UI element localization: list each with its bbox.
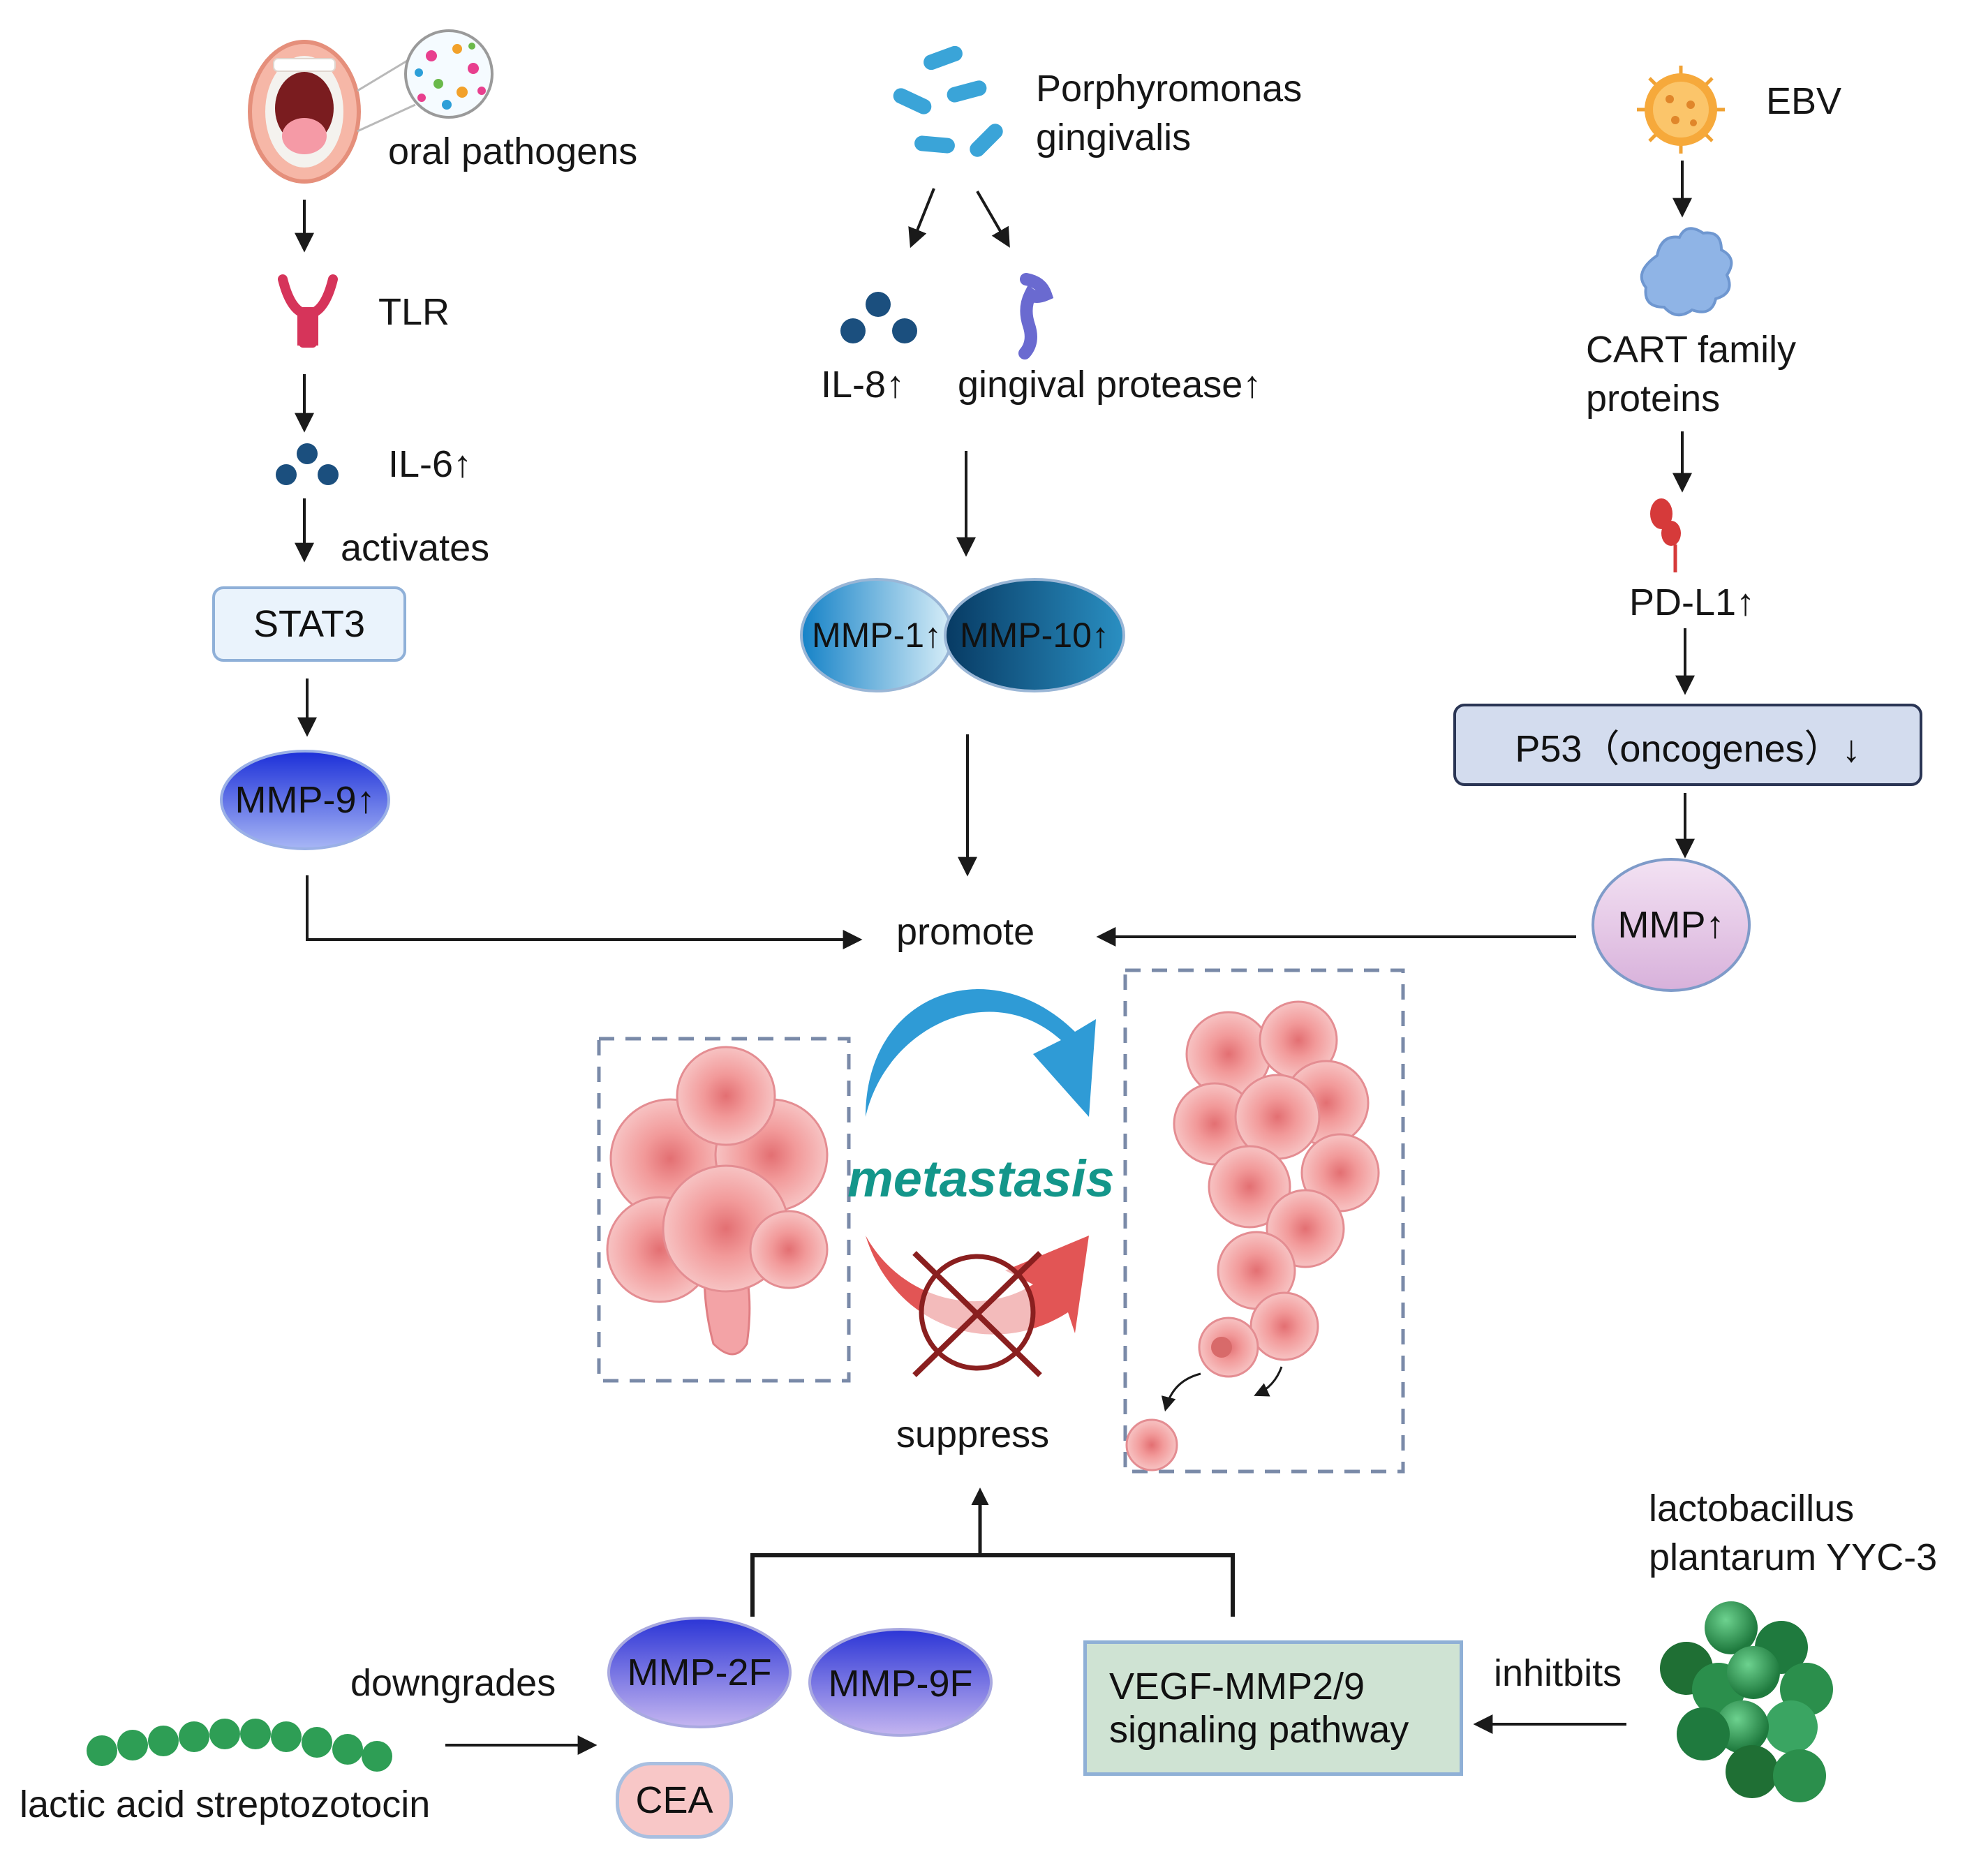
streptococcus-chain-icon [87,1719,392,1772]
mmp-node: MMP↑ [1593,894,1749,956]
vegf-box: VEGF-MMP2/9 signaling pathway [1083,1640,1463,1776]
tumor-cluster-icon [606,1046,829,1356]
p53-label: P53（oncogenes）↓ [1515,727,1861,770]
mmp9f-ellipse [808,1628,993,1737]
stat3-label: STAT3 [253,603,366,645]
bacteria-rods-icon [893,45,1003,157]
pathogen-label-line2: gingivalis [1036,117,1192,158]
stat3-box: STAT3 [212,586,406,662]
lactobacillus-cluster-icon [1660,1601,1833,1802]
activates-label: activates [341,527,490,569]
mmp1-node: MMP-1↑ [801,609,952,662]
vegf-label-line2: signaling pathway [1109,1709,1409,1751]
downgrades-label: downgrades [350,1662,556,1704]
cart-protein-icon [1640,227,1733,316]
oral-pathogens-label: oral pathogens [388,131,638,172]
lacto-label-line1: lactobacillus [1649,1488,1855,1529]
metastatic-box [1123,968,1405,1474]
cart-label-line1: CART family [1586,329,1797,371]
metastasis-label: metastasis [847,1150,1115,1208]
mmp10-node: MMP-10↑ [947,609,1122,662]
il6-dots-icon [276,443,339,485]
mmp2f-ellipse [607,1617,792,1728]
suppress-label: suppress [896,1414,1050,1455]
mmp9f-node: MMP-9F [811,1656,990,1712]
ebv-label: EBV [1766,80,1842,122]
vegf-label-line1: VEGF-MMP2/9 [1109,1666,1365,1707]
tlr-receptor-icon [278,274,338,348]
p53-box: P53（oncogenes）↓ [1453,704,1922,786]
cea-box: CEA [616,1762,733,1839]
mmp9-ellipse [220,750,390,850]
il8-label: IL-8↑ [821,364,905,406]
mouth-icon [248,40,361,184]
mmp2f-label: MMP-2F [627,1652,772,1693]
metastatic-cluster-icon [1125,1000,1380,1471]
pathogen-magnifier-icon [357,29,494,133]
cea-label: CEA [635,1779,713,1821]
il8-dots-icon [840,292,917,343]
tlr-label: TLR [378,291,450,333]
pathogen-label-line1: Porphyromonas [1036,68,1303,110]
primary-tumor-box [597,1037,851,1383]
promote-label: promote [896,911,1035,953]
prohibit-icon [912,1251,1042,1377]
mmp9f-label: MMP-9F [828,1663,973,1705]
mmp9-node: MMP-9↑ [221,751,389,849]
promote-arrow [866,989,1096,1117]
lactic-acid-label: lactic acid streptozotocin [20,1784,431,1825]
mmp2f-node: MMP-2F [610,1645,789,1700]
protease-icon [1018,273,1054,359]
pdl1-icon [1650,498,1681,572]
mmp10-label: MMP-10↑ [960,616,1109,655]
mmp10-ellipse [944,578,1125,692]
pdl1-label: PD-L1↑ [1629,581,1756,623]
mmp-label: MMP↑ [1617,904,1725,946]
cart-label-line2: proteins [1586,378,1721,420]
gingival-protease-label: gingival protease↑ [958,364,1262,406]
inhibits-label: inhitbits [1494,1652,1622,1694]
mmp1-label: MMP-1↑ [811,616,942,655]
mmp9-label: MMP-9↑ [235,779,376,821]
il6-label: IL-6↑ [388,443,473,485]
mmp-ellipse [1592,858,1751,992]
lacto-label-line2: plantarum YYC-3 [1649,1536,1938,1578]
virus-icon [1637,66,1725,154]
